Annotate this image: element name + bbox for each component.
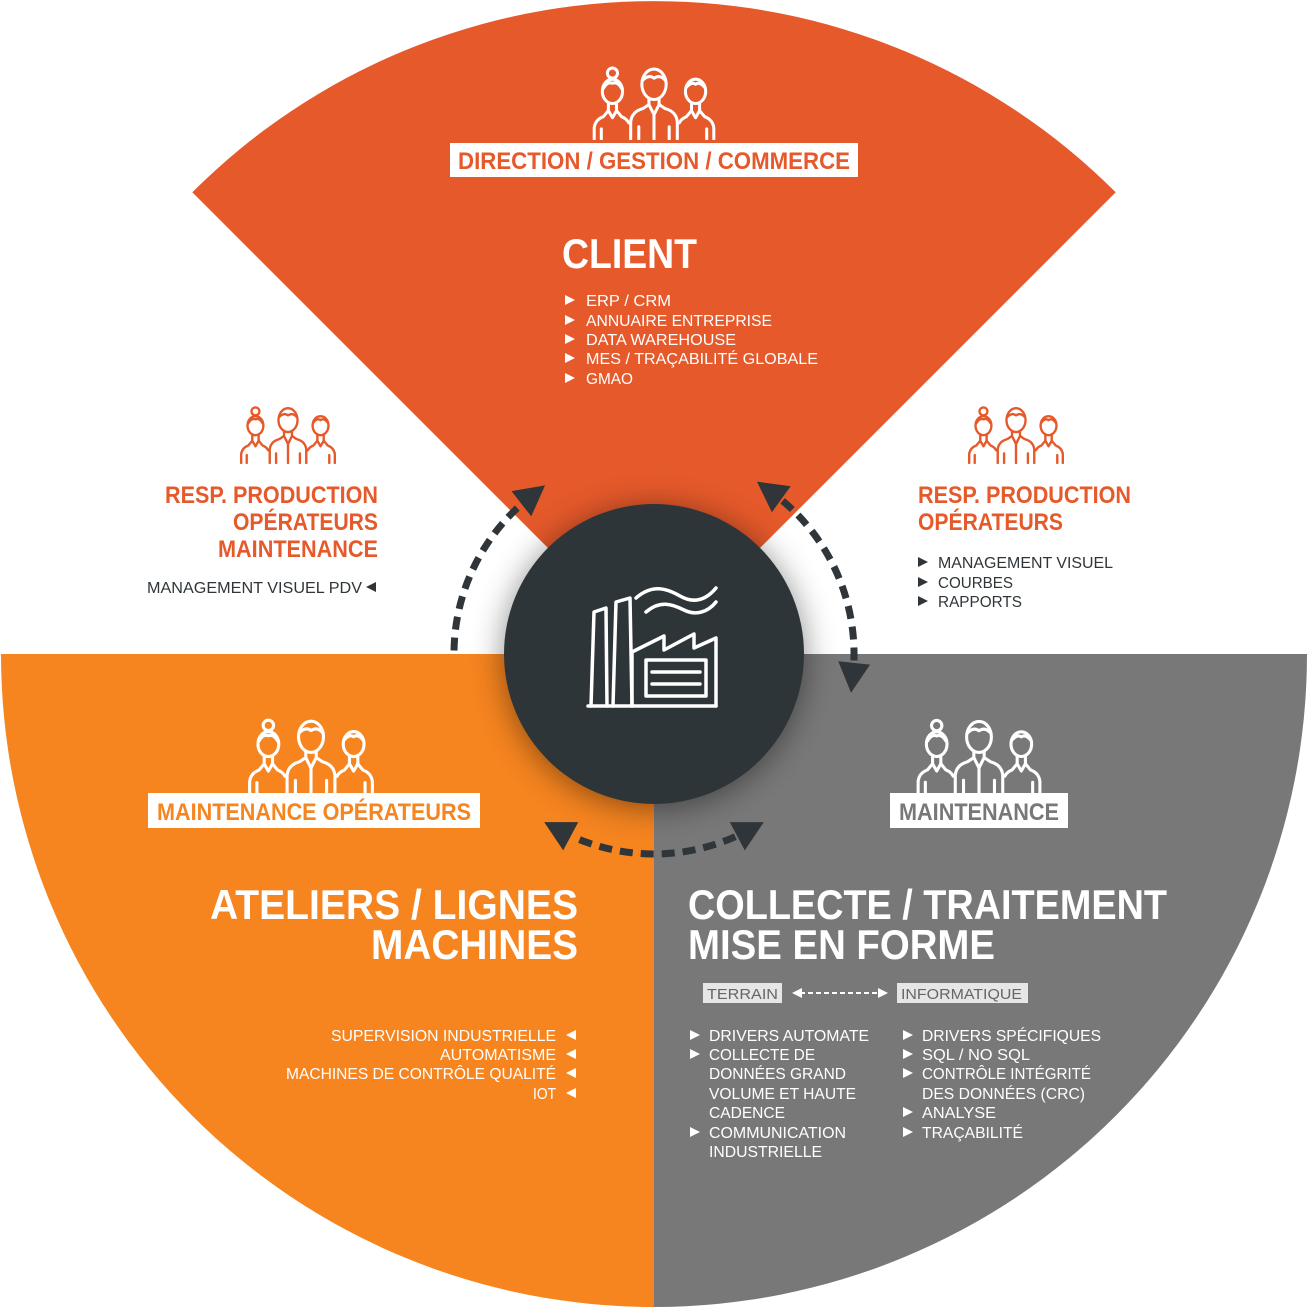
informatique-tag	[897, 983, 1028, 1003]
arrowhead-icon	[757, 481, 791, 513]
role-label: RESP. PRODUCTION	[918, 482, 1131, 509]
collecte-section: MAINTENANCE COLLECTE / TRAITEMENT MISE E…	[688, 718, 1167, 1161]
arrowhead-icon	[511, 485, 546, 517]
maintenance-operateurs-badge-label: MAINTENANCE OPÉRATEURS	[157, 798, 471, 826]
role-label: OPÉRATEURS	[233, 508, 378, 536]
ateliers-item: SUPERVISION INDUSTRIELLE	[331, 1028, 556, 1045]
left-item: MANAGEMENT VISUEL PDV	[147, 580, 362, 597]
ateliers-section: MAINTENANCE OPÉRATEURS ATELIERS / LIGNES…	[148, 718, 578, 1103]
maintenance-operateurs-badge	[148, 793, 480, 828]
bullet-icon	[366, 582, 376, 592]
cycle-arrows	[450, 481, 871, 858]
maintenance-badge-label: MAINTENANCE	[899, 799, 1059, 826]
terrain-item: INDUSTRIELLE	[709, 1144, 822, 1161]
client-item: ERP / CRM	[586, 293, 671, 310]
left-roles-section: RESP. PRODUCTION OPÉRATEURS MAINTENANCE …	[147, 406, 378, 597]
center-hub	[504, 504, 804, 804]
informatique-item: SQL / NO SQL	[922, 1047, 1030, 1064]
arrowhead-icon	[838, 661, 871, 693]
bullet-icon	[918, 596, 928, 606]
arrowhead-icon	[544, 822, 579, 851]
factory-icon	[586, 586, 718, 708]
role-label: MAINTENANCE	[218, 536, 378, 563]
arrowhead-icon	[729, 822, 764, 851]
terrain-tag-label: TERRAIN	[707, 986, 778, 1003]
arrowhead-icon	[878, 988, 888, 998]
right-roles-section: RESP. PRODUCTION OPÉRATEURS MANAGEMENT V…	[918, 406, 1131, 611]
terrain-item: VOLUME ET HAUTE	[709, 1086, 856, 1103]
informatique-item: TRAÇABILITÉ	[922, 1123, 1023, 1142]
terrain-informatique-arrow	[792, 988, 888, 998]
informatique-item: DES DONNÉES (CRC)	[922, 1084, 1085, 1103]
client-item: MES / TRAÇABILITÉ GLOBALE	[586, 349, 818, 368]
collecte-title: MISE EN FORME	[688, 921, 995, 968]
role-label: RESP. PRODUCTION	[165, 482, 378, 509]
terrain-item: CADENCE	[709, 1105, 785, 1122]
informatique-item: ANALYSE	[922, 1105, 996, 1122]
client-item: DATA WAREHOUSE	[586, 332, 736, 349]
ateliers-item: IOT	[533, 1086, 556, 1103]
informatique-tag-label: INFORMATIQUE	[901, 986, 1022, 1003]
arrowhead-icon	[792, 988, 802, 998]
maintenance-badge	[890, 793, 1068, 828]
terrain-item: DONNÉES GRAND	[709, 1064, 846, 1083]
ateliers-item: AUTOMATISME	[440, 1047, 556, 1064]
terrain-tag	[703, 983, 782, 1003]
client-item: ANNUAIRE ENTREPRISE	[586, 313, 772, 330]
informatique-item: DRIVERS SPÉCIFIQUES	[922, 1026, 1101, 1045]
terrain-item: COMMUNICATION	[709, 1125, 846, 1142]
ateliers-title: MACHINES	[371, 921, 578, 968]
people-group-icon	[239, 406, 337, 464]
client-title: CLIENT	[562, 230, 697, 277]
client-section: DIRECTION / GESTION / COMMERCE CLIENT ER…	[450, 66, 858, 388]
people-group-icon	[967, 406, 1065, 464]
role-label: OPÉRATEURS	[918, 508, 1063, 536]
client-sector	[192, 1, 1116, 655]
terrain-item: DRIVERS AUTOMATE	[709, 1028, 869, 1045]
collecte-title: COLLECTE / TRAITEMENT	[688, 881, 1167, 928]
ateliers-title: ATELIERS / LIGNES	[210, 881, 578, 928]
ateliers-item: MACHINES DE CONTRÔLE QUALITÉ	[286, 1064, 556, 1083]
right-item: MANAGEMENT VISUEL	[938, 555, 1113, 572]
right-item: RAPPORTS	[938, 594, 1022, 611]
bullet-icon	[918, 577, 928, 587]
bullet-icon	[918, 557, 928, 567]
arrow-client-collecte	[780, 498, 858, 662]
informatique-item: CONTRÔLE INTÉGRITÉ	[922, 1064, 1091, 1083]
collecte-sector	[654, 654, 1307, 1307]
terrain-item: COLLECTE DE	[709, 1047, 815, 1064]
right-item: COURBES	[938, 575, 1013, 592]
direction-badge	[450, 143, 858, 177]
client-item: GMAO	[586, 371, 633, 388]
direction-badge-label: DIRECTION / GESTION / COMMERCE	[458, 148, 850, 175]
